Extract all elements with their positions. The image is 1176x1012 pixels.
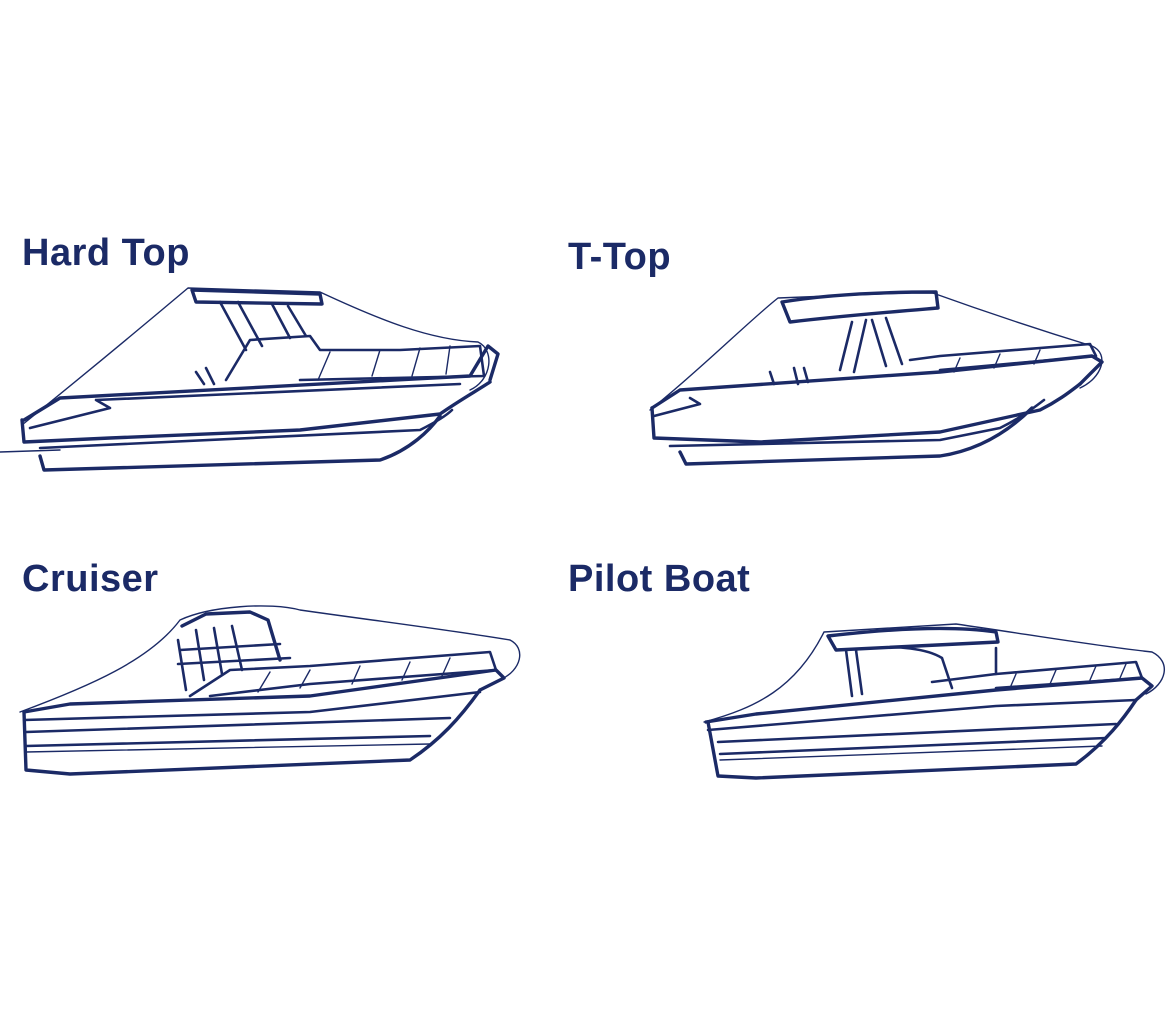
pilot-boat-label: Pilot Boat — [568, 558, 751, 600]
t-top-label: T-Top — [568, 236, 672, 278]
cruiser-boat-icon — [19, 605, 521, 776]
pilot-boat-icon — [703, 623, 1166, 780]
cruiser-label: Cruiser — [22, 558, 159, 600]
hard-top-label: Hard Top — [22, 232, 190, 274]
hard-top-boat-icon — [0, 287, 500, 472]
t-top-boat-icon — [649, 290, 1104, 466]
